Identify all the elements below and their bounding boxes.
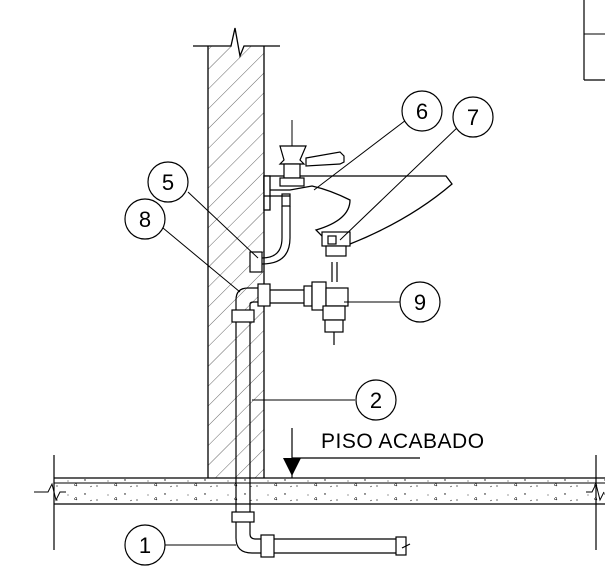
supply-pipe: [231, 283, 411, 558]
callout-7: 7: [452, 96, 494, 138]
floor-slab: [34, 455, 605, 550]
callout-9-label: 9: [414, 290, 426, 315]
floor-label: PISO ACABADO: [321, 430, 485, 453]
sink-drain: [321, 231, 351, 257]
callout-7-label: 7: [467, 105, 479, 130]
drain-trap: [311, 262, 349, 345]
callout-9: 9: [399, 281, 441, 323]
callout-2: 2: [355, 379, 397, 421]
callout-6: 6: [401, 90, 443, 132]
callout-1: 1: [124, 524, 166, 566]
callout-5-label: 5: [162, 170, 174, 195]
leader-lines: [162, 119, 461, 546]
callout-5: 5: [147, 161, 189, 203]
callout-2-label: 2: [370, 388, 382, 413]
callout-6-label: 6: [416, 99, 428, 124]
faucet: [278, 120, 345, 187]
supply-connector: [249, 193, 291, 273]
callout-1-label: 1: [139, 533, 151, 558]
washbasin: [263, 175, 453, 246]
title-block-corner: [583, 0, 605, 81]
callout-8: 8: [124, 198, 166, 240]
floor-level-marker: PISO ACABADO: [283, 428, 485, 478]
callout-8-label: 8: [139, 207, 151, 232]
